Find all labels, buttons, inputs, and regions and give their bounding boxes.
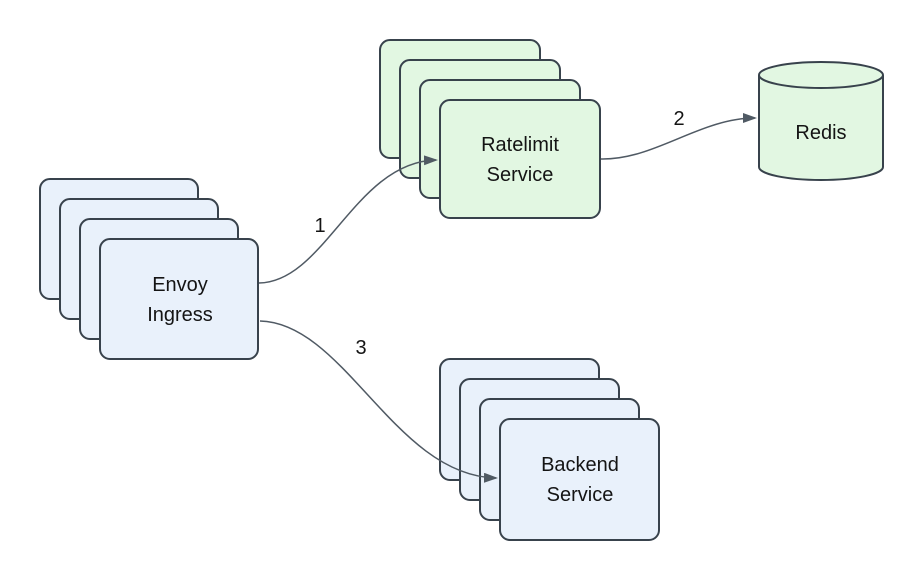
ratelimit-label-line2: Service	[487, 164, 554, 186]
backend-label-line1: Backend	[541, 454, 619, 476]
envoy-stack-layer-front	[99, 238, 259, 360]
edge-label-1: 1	[314, 215, 325, 237]
redis-label: Redis	[795, 122, 846, 144]
backend-stack-layer-front	[499, 418, 660, 541]
edge-envoy-to-backend	[259, 320, 498, 483]
ratelimit-label-line1: Ratelimit	[481, 134, 559, 156]
envoy-label-line1: Envoy	[152, 274, 208, 296]
node-redis: Redis	[758, 61, 884, 181]
envoy-label-line2: Ingress	[147, 304, 213, 326]
backend-label-line2: Service	[547, 484, 614, 506]
edge-envoy-to-ratelimit	[258, 155, 438, 284]
node-ratelimit-service: Ratelimit Service	[379, 39, 601, 219]
ratelimit-stack-layer-front	[439, 99, 601, 219]
redis-cylinder-rim	[758, 74, 884, 89]
edge-label-2: 2	[673, 108, 684, 130]
edge-ratelimit-to-redis	[600, 113, 757, 160]
edges: 1 2 3	[258, 108, 757, 483]
redis-cylinder	[758, 61, 884, 181]
edge-label-3: 3	[355, 337, 366, 359]
node-envoy-ingress: Envoy Ingress	[39, 178, 259, 360]
node-backend-service: Backend Service	[439, 358, 660, 541]
